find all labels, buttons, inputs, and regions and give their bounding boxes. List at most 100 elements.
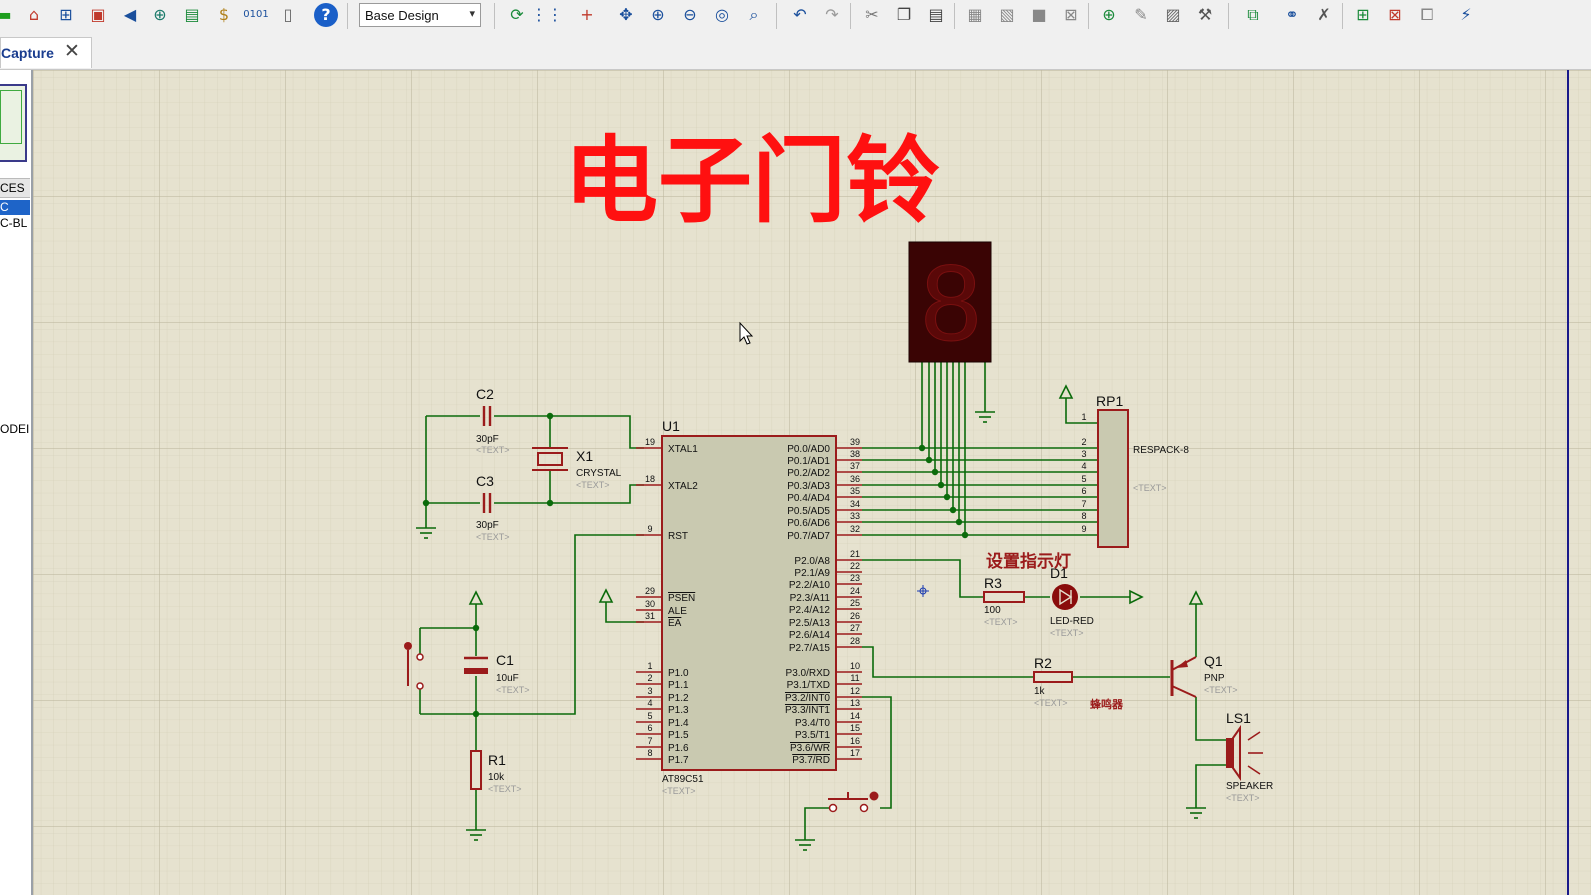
chip-part: AT89C51	[662, 774, 704, 785]
pan-icon[interactable]: ✥	[619, 5, 633, 24]
power-symbols	[468, 384, 1204, 605]
component-icon[interactable]: ⊞	[59, 5, 73, 24]
ls1-ref: LS1	[1226, 710, 1251, 726]
r2-value: 1k	[1034, 686, 1046, 697]
netlist-icon[interactable]: ▤	[184, 5, 200, 24]
undo-icon[interactable]: ↶	[793, 5, 807, 24]
chip-pin-number: 1	[647, 661, 652, 671]
resistor-r3[interactable]: R3 100 <TEXT>	[983, 575, 1025, 627]
device-list-header: CES	[0, 178, 30, 198]
overview-preview[interactable]	[0, 84, 27, 162]
origin-icon[interactable]: +	[580, 5, 594, 24]
rp1-value: RESPACK-8	[1133, 445, 1189, 456]
document-icon[interactable]: ▯	[283, 5, 293, 24]
x1-value: CRYSTAL	[576, 468, 622, 479]
zoom-area-icon[interactable]: ⌕	[749, 5, 759, 24]
packaging-icon[interactable]: ▨	[1165, 5, 1181, 24]
q1-text: <TEXT>	[1204, 685, 1238, 695]
chip-pin-number: 27	[850, 623, 860, 633]
chip-pin-number: 14	[850, 711, 860, 721]
rp1-pin-number: 4	[1081, 461, 1086, 471]
help-icon[interactable]: ?	[314, 3, 338, 27]
block-rotate-icon[interactable]: ■	[1031, 5, 1047, 24]
device-list-item[interactable]: C-BL	[0, 216, 28, 230]
chip-pin-name: P2.3/A11	[790, 593, 831, 604]
pick-device-icon[interactable]: ⊕	[1102, 5, 1116, 24]
c1-ref: C1	[496, 652, 514, 668]
search-tag-icon[interactable]: ⚭	[1285, 5, 1299, 24]
chip-pin-name: P1.6	[668, 743, 689, 754]
redo-icon[interactable]: ↷	[825, 5, 839, 24]
chip-pin-name: P1.0	[668, 668, 689, 679]
chip-icon[interactable]: ▣	[90, 5, 106, 24]
cut-icon[interactable]: ✂	[865, 5, 879, 24]
junctions	[422, 412, 969, 718]
new-icon[interactable]: ▬	[0, 5, 12, 24]
device-list-item[interactable]: C	[0, 200, 30, 215]
capacitor-c2[interactable]: C2 30pF <TEXT>	[476, 386, 510, 455]
chip-pin-number: 18	[645, 474, 655, 484]
capacitor-c1[interactable]: C1 10uF <TEXT>	[464, 652, 530, 695]
buzzer-label: 蜂鸣器	[1090, 697, 1124, 711]
design-selector[interactable]: Base Design ▾	[359, 3, 481, 27]
r3-value: 100	[984, 605, 1001, 616]
make-device-icon[interactable]: ✎	[1134, 5, 1148, 24]
resistor-r2[interactable]: R2 1k <TEXT>	[1033, 655, 1073, 708]
transistor-q1[interactable]: Q1 PNP <TEXT>	[1170, 653, 1238, 698]
rp1-pin-number: 9	[1081, 524, 1086, 534]
chip-pin-name: P0.1/AD1	[787, 456, 830, 467]
crystal-x1[interactable]: X1 CRYSTAL <TEXT>	[532, 447, 622, 490]
chip-u1[interactable]: U1 AT89C51 <TEXT> 19XTAL118XTAL29RST29PS…	[636, 418, 862, 796]
back-icon[interactable]: ◀	[123, 5, 137, 24]
dollar-icon[interactable]: $	[218, 5, 230, 24]
design-explorer-icon[interactable]: ⚡	[1460, 5, 1472, 24]
r3-ref: R3	[984, 575, 1002, 591]
doorbell-button[interactable]	[828, 791, 879, 813]
zoom-all-icon[interactable]: ◎	[715, 5, 729, 24]
paste-icon[interactable]: ▤	[928, 5, 944, 24]
new-sheet-icon[interactable]: ⊞	[1356, 5, 1370, 24]
chip-pin-number: 38	[850, 449, 860, 459]
close-icon[interactable]: ✕	[64, 40, 80, 62]
chip-pin-name: P3.6/WR	[790, 743, 830, 754]
c3-text: <TEXT>	[476, 532, 510, 542]
property-tool-icon[interactable]: ✗	[1317, 5, 1331, 24]
chip-pin-number: 15	[850, 723, 860, 733]
grid-icon[interactable]: ⋮⋮	[531, 5, 563, 24]
capacitor-c3[interactable]: C3 30pF <TEXT>	[476, 473, 510, 542]
decompose-icon[interactable]: ⚒	[1197, 5, 1213, 24]
chip-pin-name: P2.0/A8	[794, 556, 830, 567]
preview-viewport	[0, 90, 22, 144]
binary-icon[interactable]: 0101	[243, 9, 269, 20]
left-panel: CES C C-BL ODEI	[0, 70, 33, 895]
block-delete-icon[interactable]: ⊠	[1064, 5, 1078, 24]
block-copy-icon[interactable]: ▦	[967, 5, 983, 24]
copy-icon[interactable]: ❐	[896, 5, 912, 24]
chip-pin-number: 21	[850, 549, 860, 559]
schematic-canvas[interactable]: 电子门铃	[33, 70, 1591, 895]
chip-pin-name: P0.5/AD5	[787, 506, 830, 517]
c3-value: 30pF	[476, 520, 499, 531]
zoom-in-icon[interactable]: ⊕	[651, 5, 665, 24]
toolbar-separator	[954, 3, 955, 29]
resistor-r1[interactable]: R1 10k <TEXT>	[470, 750, 522, 794]
zoom-search-icon[interactable]: ⊕	[153, 5, 167, 24]
chip-pin-number: 39	[850, 437, 860, 447]
tab-schematic-capture[interactable]: Capture ✕	[0, 37, 92, 68]
block-move-icon[interactable]: ▧	[999, 5, 1015, 24]
zoom-out-icon[interactable]: ⊖	[683, 5, 697, 24]
remove-sheet-icon[interactable]: ⊠	[1388, 5, 1402, 24]
seven-segment-display[interactable]: 8	[908, 241, 992, 364]
chip-pin-number: 6	[647, 723, 652, 733]
home-icon[interactable]: ⌂	[28, 5, 40, 24]
goto-sheet-icon[interactable]: ⧠	[1420, 5, 1434, 24]
led-d1[interactable]: D1 LED-RED <TEXT>	[1050, 565, 1094, 638]
refresh-icon[interactable]: ⟳	[510, 5, 524, 24]
d1-ref: D1	[1050, 565, 1068, 581]
tab-label: Capture	[1, 45, 54, 61]
wire-autorouter-icon[interactable]: ⧉	[1247, 5, 1259, 24]
speaker-ls1[interactable]: LS1 SPEAKER <TEXT>	[1226, 710, 1273, 803]
reset-button-component[interactable]	[404, 642, 424, 690]
